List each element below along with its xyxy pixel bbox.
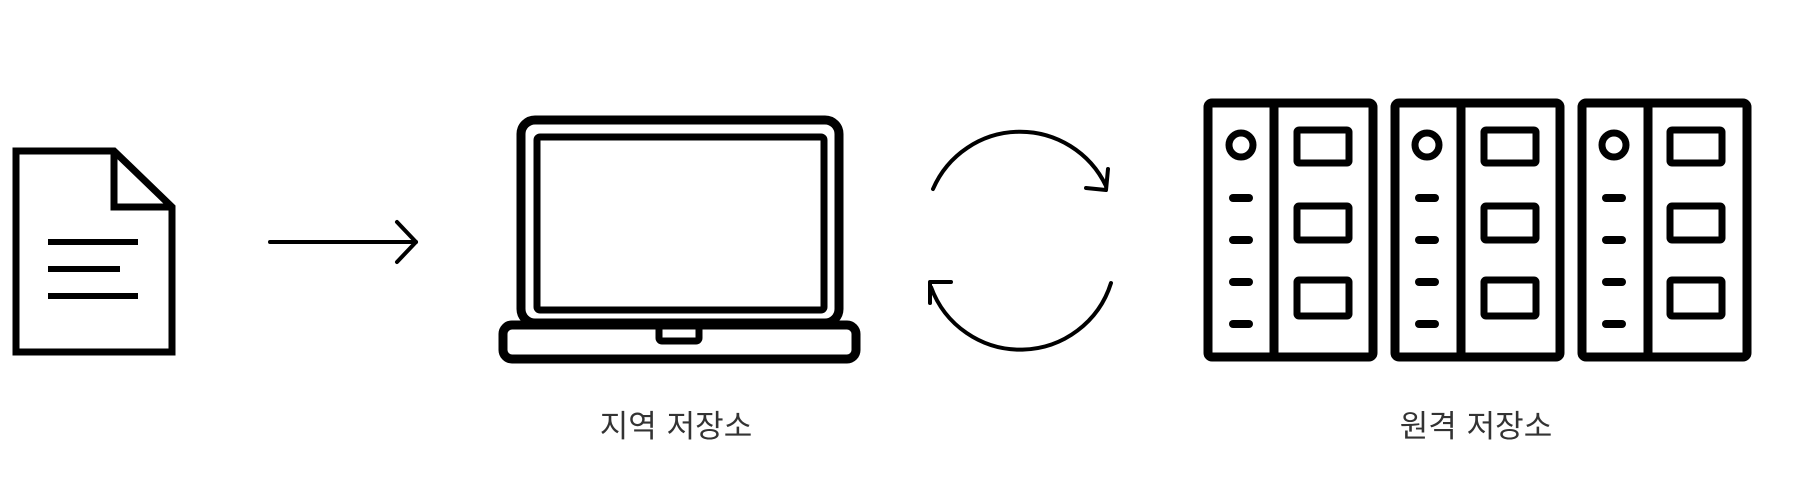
- remote-storage-label: 원격 저장소: [1399, 409, 1553, 445]
- local-storage-label: 지역 저장소: [599, 409, 753, 445]
- server-icon: [1577, 98, 1752, 362]
- server-icon: [1390, 98, 1565, 362]
- server-icon: [1203, 98, 1378, 362]
- sync-icon: [928, 129, 1113, 352]
- arrow-right-icon: [268, 220, 418, 264]
- laptop-icon: [498, 115, 861, 364]
- document-icon: [12, 147, 176, 356]
